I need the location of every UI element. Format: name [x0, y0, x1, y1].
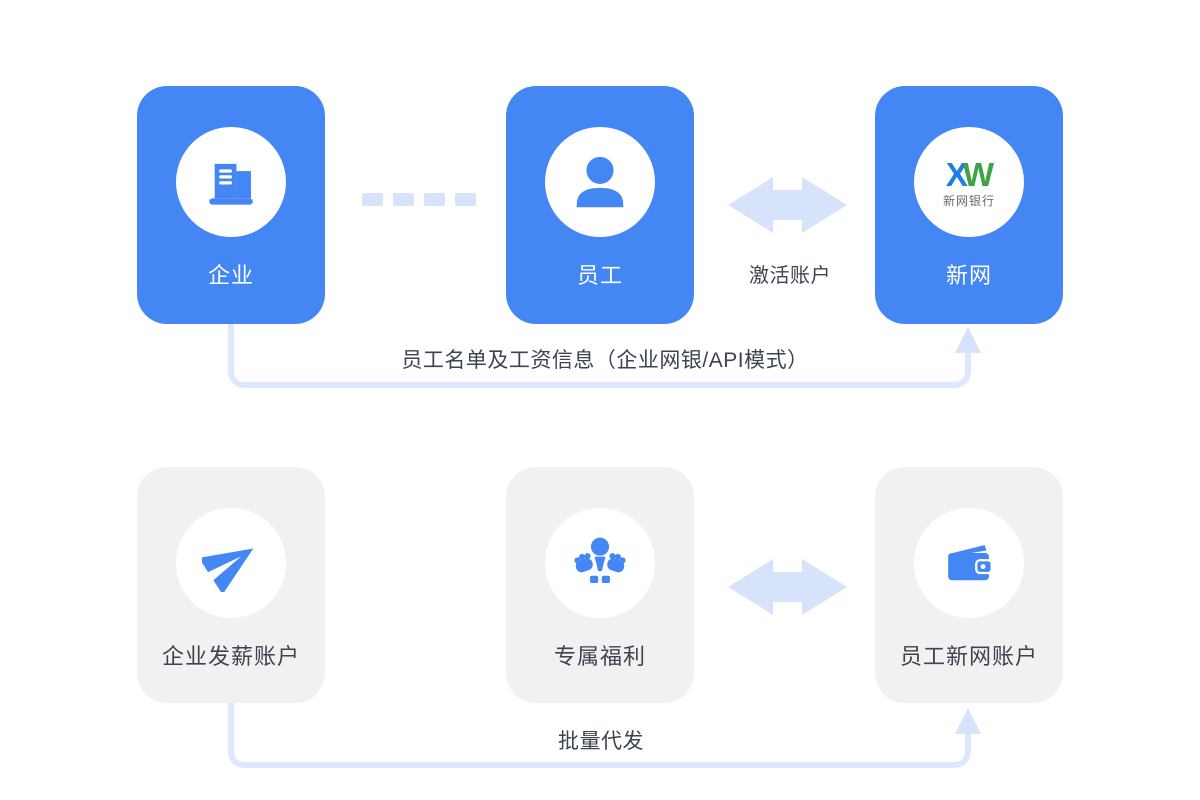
card-label: 员工 — [576, 263, 623, 288]
card-employee-account: 员工新网账户 — [875, 467, 1063, 703]
enterprise-icon-circle — [176, 127, 286, 237]
roster-connector-arrowhead-icon — [955, 327, 981, 353]
xw-logo-w: W — [962, 155, 994, 193]
hands-care-icon — [574, 537, 626, 583]
paper-plane-icon — [202, 548, 254, 592]
batch-connector-arrowhead-icon — [955, 708, 981, 734]
card-benefits: 专属福利 — [506, 467, 694, 703]
dash-segment — [455, 193, 476, 206]
dashed-connector — [362, 193, 476, 206]
card-label: 新网 — [945, 263, 992, 288]
dash-segment — [424, 193, 445, 206]
employee-account-icon-circle — [914, 508, 1024, 618]
xw-bank-icon-circle: XW 新网银行 — [914, 127, 1024, 237]
double-arrow-icon — [728, 559, 847, 615]
building-icon — [209, 163, 253, 205]
employee-icon-circle — [545, 127, 655, 237]
card-employee: 员工 — [506, 86, 694, 324]
card-enterprise: 企业 — [137, 86, 325, 324]
card-label: 企业发薪账户 — [161, 644, 300, 669]
wallet-icon — [948, 542, 993, 581]
benefits-icon-circle — [545, 508, 655, 618]
card-label: 专属福利 — [553, 644, 646, 669]
dash-segment — [362, 193, 383, 206]
card-xw-bank: XW 新网银行 新网 — [875, 86, 1063, 324]
xw-logo-letters: XW — [945, 155, 994, 193]
edge-label-batch-payout: 批量代发 — [558, 730, 644, 753]
card-label: 员工新网账户 — [899, 644, 1038, 669]
xw-bank-logo: XW 新网银行 — [943, 158, 995, 207]
edge-label-roster-info: 员工名单及工资信息（企业网银/API模式） — [401, 349, 809, 372]
xw-logo-x: X — [945, 155, 968, 193]
payroll-account-icon-circle — [176, 508, 286, 618]
card-payroll-account: 企业发薪账户 — [137, 467, 325, 703]
edge-label-activate-account: 激活账户 — [749, 265, 831, 287]
xw-logo-subtext: 新网银行 — [942, 193, 995, 208]
person-icon — [576, 156, 624, 208]
double-arrow-icon — [728, 177, 847, 233]
card-label: 企业 — [207, 263, 254, 288]
dash-segment — [393, 193, 414, 206]
